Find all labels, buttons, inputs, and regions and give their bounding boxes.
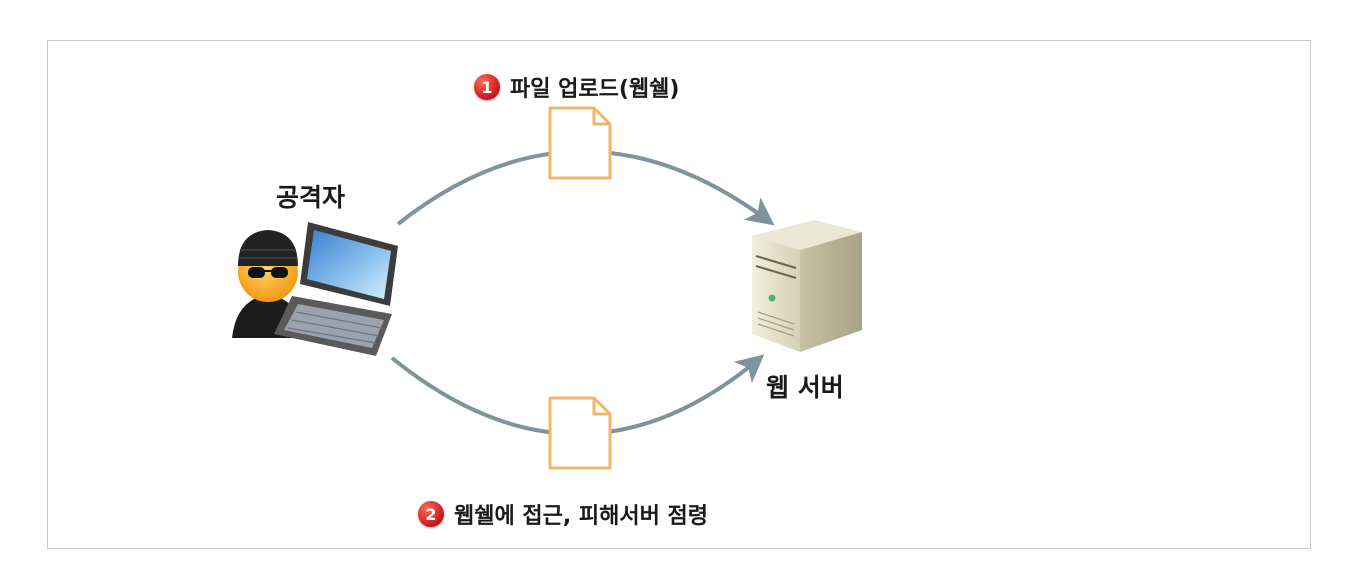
- file-icon: [548, 396, 612, 470]
- step-number-badge: 1: [474, 74, 500, 100]
- attacker-icon: [232, 222, 398, 356]
- file-icon: [548, 106, 612, 180]
- step-2-label-group: 2 웹쉘에 접근, 피해서버 점령: [418, 498, 708, 530]
- step-number-badge: 2: [418, 501, 444, 527]
- server-icon: [752, 220, 862, 352]
- step-label: 웹쉘에 접근, 피해서버 점령: [454, 504, 708, 529]
- step-1-label-group: 1 파일 업로드(웹쉘): [474, 71, 679, 103]
- step-label: 파일 업로드(웹쉘): [510, 77, 680, 102]
- attacker-label: 공격자: [276, 183, 346, 212]
- server-label: 웹 서버: [766, 373, 844, 402]
